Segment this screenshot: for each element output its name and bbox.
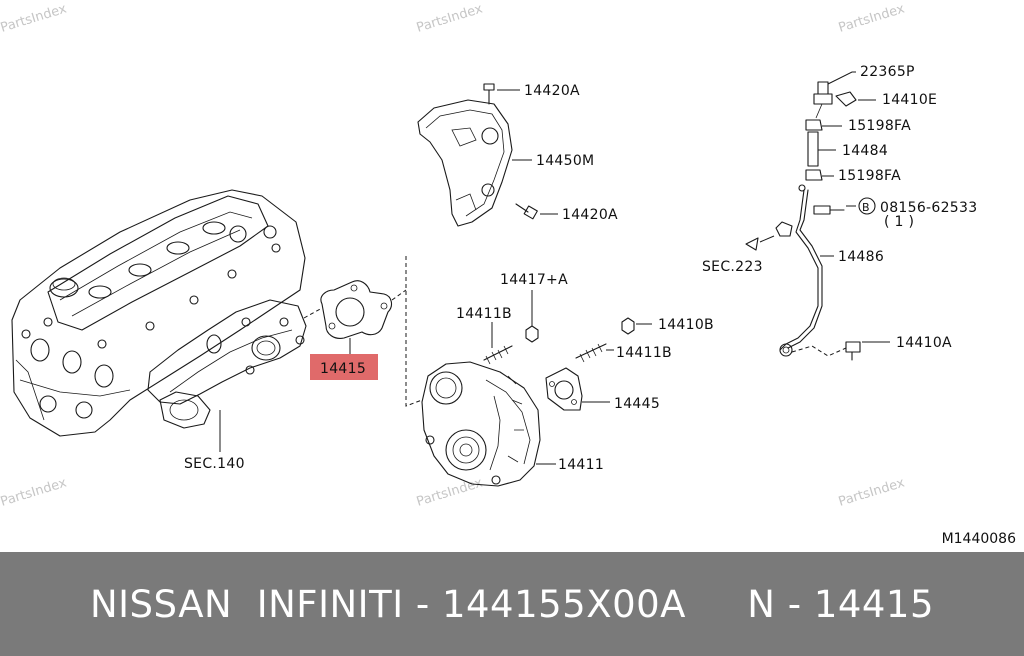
label-14415: 14415 bbox=[320, 361, 366, 377]
bolt-symbol: B bbox=[862, 201, 870, 214]
label-15198FA-top: 15198FA bbox=[848, 118, 911, 134]
label-14410E: 14410E bbox=[882, 92, 937, 108]
label-14450M: 14450M bbox=[536, 153, 594, 169]
label-08156-62533: 08156-62533 bbox=[880, 200, 977, 216]
watermark: PartsIndex bbox=[837, 1, 907, 35]
diagram-code: M1440086 bbox=[941, 531, 1016, 547]
label-14411: 14411 bbox=[558, 457, 604, 473]
exploded-parts-diagram: PartsIndex PartsIndex PartsIndex PartsIn… bbox=[0, 1, 978, 510]
label-14411B-left: 14411B bbox=[456, 306, 512, 322]
part-labels: 22365P 14410E 15198FA 14484 15198FA B 08… bbox=[184, 64, 977, 473]
turbocharger-drawing bbox=[421, 361, 556, 487]
label-14411B-right: 14411B bbox=[616, 345, 672, 361]
label-sec223: SEC.223 bbox=[702, 259, 763, 275]
label-14410B: 14410B bbox=[658, 317, 714, 333]
label-22365P: 22365P bbox=[860, 64, 915, 80]
watermark: PartsIndex bbox=[837, 475, 907, 509]
label-14445: 14445 bbox=[614, 396, 660, 412]
watermark: PartsIndex bbox=[415, 1, 485, 35]
label-14417A: 14417+A bbox=[500, 272, 568, 288]
watermark: PartsIndex bbox=[415, 475, 485, 509]
watermark: PartsIndex bbox=[0, 475, 69, 509]
label-08156-qty: ( 1 ) bbox=[884, 214, 914, 230]
watermarks: PartsIndex PartsIndex PartsIndex PartsIn… bbox=[0, 1, 907, 509]
gasket-14415-drawing bbox=[303, 256, 423, 407]
heat-shield-drawing bbox=[417, 83, 558, 227]
part-number-caption: NISSAN INFINITI - 144155X00A N - 14415 bbox=[89, 582, 935, 626]
highlight-box bbox=[310, 354, 378, 380]
label-14410A: 14410A bbox=[896, 335, 952, 351]
label-15198FA-bottom: 15198FA bbox=[838, 168, 901, 184]
oil-feed-assembly-drawing bbox=[745, 71, 890, 361]
cylinder-head-drawing bbox=[11, 189, 307, 437]
watermark: PartsIndex bbox=[0, 1, 69, 35]
label-14484: 14484 bbox=[842, 143, 888, 159]
label-14486: 14486 bbox=[838, 249, 884, 265]
turbo-fasteners-drawing bbox=[483, 290, 652, 411]
label-14420A-top: 14420A bbox=[524, 83, 580, 99]
label-14420A-mid: 14420A bbox=[562, 207, 618, 223]
label-sec140: SEC.140 bbox=[184, 456, 245, 472]
footer-bar: NISSAN INFINITI - 144155X00A N - 14415 bbox=[0, 552, 1024, 656]
